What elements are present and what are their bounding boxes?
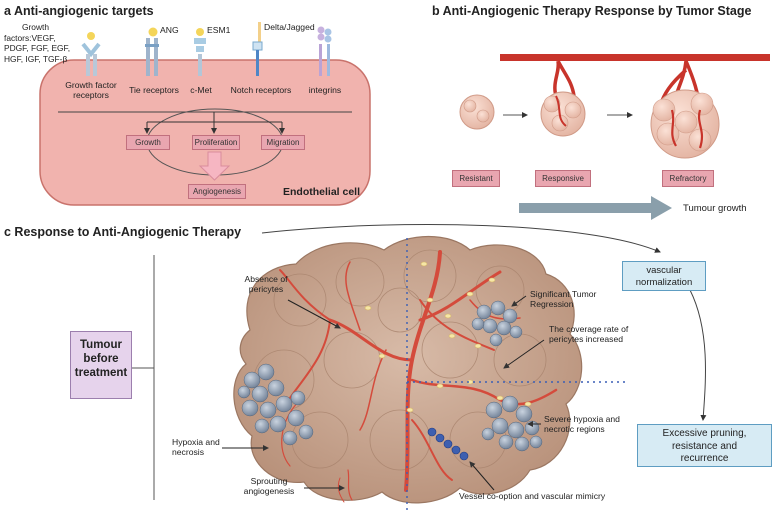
co-option-label: Vessel co-option and vascular mimicry [459,491,606,501]
severe-hypoxia-line-2: necrotic regions [544,424,605,434]
growth-factors-line-4: HGF, IGF, TGF-β [4,53,68,64]
sprouting-line-2: angiogenesis [243,486,295,496]
pericytes [364,261,532,413]
tie-receptor-icon [145,27,159,76]
esm1-label: ESM1 [207,25,231,35]
severe-hypoxia-label: Severe hypoxia and necrotic regions [544,414,620,434]
excessive-pruning-line-1: Excessive pruning, [662,428,747,439]
co-option-cells [427,427,469,461]
before-line-2: before [83,353,119,365]
growth-factors-line-2: factors:VEGF, [4,32,56,43]
regression-label: Significant Tumor Regression [530,289,596,309]
stage-responsive: Responsive [535,170,591,187]
vascular-normalization-box: vascular normalization [622,261,706,291]
regression-line-2: Regression [530,299,574,309]
endothelial-cell-shape [39,59,371,206]
coverage-line-2: pericytes increased [549,334,624,344]
growth-factors-line-3: PDGF, FGF, EGF, [4,43,71,53]
cmet-label: c-Met [190,85,212,95]
sprouting-line-1: Sprouting [250,476,288,486]
panel-a-title: a Anti-angiogenic targets [4,4,154,18]
tumour-growth-arrow [519,196,672,220]
notch-receptor-icon [252,22,263,76]
excessive-pruning-line-3: recurrence [680,453,729,464]
vascular-normalization-line-2: normalization [635,277,693,288]
panel-b-title: b Anti-Angiogenic Therapy Response by Tu… [432,4,752,18]
excessive-pruning-line-2: resistance and [671,440,738,452]
proliferation-box: Proliferation [192,135,240,150]
tumour-growth-label: Tumour growth [683,203,747,214]
panel-c-title: c Response to Anti-Angiogenic Therapy [4,225,242,239]
absence-pericytes-line-2: pericytes [248,284,284,294]
migration-box: Migration [261,135,305,150]
integrins-label: integrins [308,85,342,95]
hypoxia-necrosis-line-2: necrosis [172,447,204,457]
absence-pericytes-label: Absence of pericytes [238,274,294,294]
main-blood-vessel [500,54,770,61]
excessive-pruning-box: Excessive pruning, resistance and recurr… [637,424,772,467]
tie-receptors-label: Tie receptors [129,85,179,95]
cmet-receptor-icon [194,28,206,76]
endothelial-cell-label: Endothelial cell [283,186,361,198]
growth-factor-receptors-label: Growth factor receptors [58,80,124,100]
resistant-tumor [459,94,495,130]
responsive-tumor [540,91,586,137]
hypoxic-cell-cluster [237,363,314,446]
hypoxia-necrosis-line-1: Hypoxia and [172,437,220,447]
growth-factors-line-1: Growth [22,22,49,32]
coverage-label: The coverage rate of pericytes increased [549,324,628,344]
vascular-normalization-line-1: vascular [646,265,682,276]
tumour-before-treatment-box: Tumour before treatment [70,331,132,399]
stage-refractory: Refractory [662,170,714,187]
delta-jagged-label: Delta/Jagged [264,22,315,32]
growth-factors-list: Growth factors:VEGF, PDGF, FGF, EGF, HGF… [4,22,70,64]
refractory-tumor [650,89,720,159]
angiogenesis-arrow [198,151,231,181]
notch-receptors-label: Notch receptors [230,85,292,95]
regression-line-1: Significant Tumor [530,289,597,299]
absence-pericytes-line-1: Absence of [244,274,288,284]
angiogenesis-box: Angiogenesis [188,184,246,199]
coverage-line-1: The coverage rate of [549,324,629,334]
necrotic-cell-cluster [481,395,543,452]
growth-factor-receptor-icon [81,32,101,76]
ang-label: ANG [160,25,179,35]
before-line-1: Tumour [80,339,122,351]
integrin-icon [317,26,332,76]
severe-hypoxia-line-1: Severe hypoxia and [544,414,620,424]
stage-resistant: Resistant [452,170,500,187]
growth-factor-receptors-line-1: Growth factor [65,80,117,90]
regression-cell-cluster [471,300,523,347]
growth-box: Growth [126,135,170,150]
sprouting-label: Sprouting angiogenesis [236,476,302,496]
before-line-3: treatment [74,367,128,379]
growth-factor-receptors-line-2: receptors [73,90,109,100]
hypoxia-necrosis-label: Hypoxia and necrosis [172,437,220,457]
